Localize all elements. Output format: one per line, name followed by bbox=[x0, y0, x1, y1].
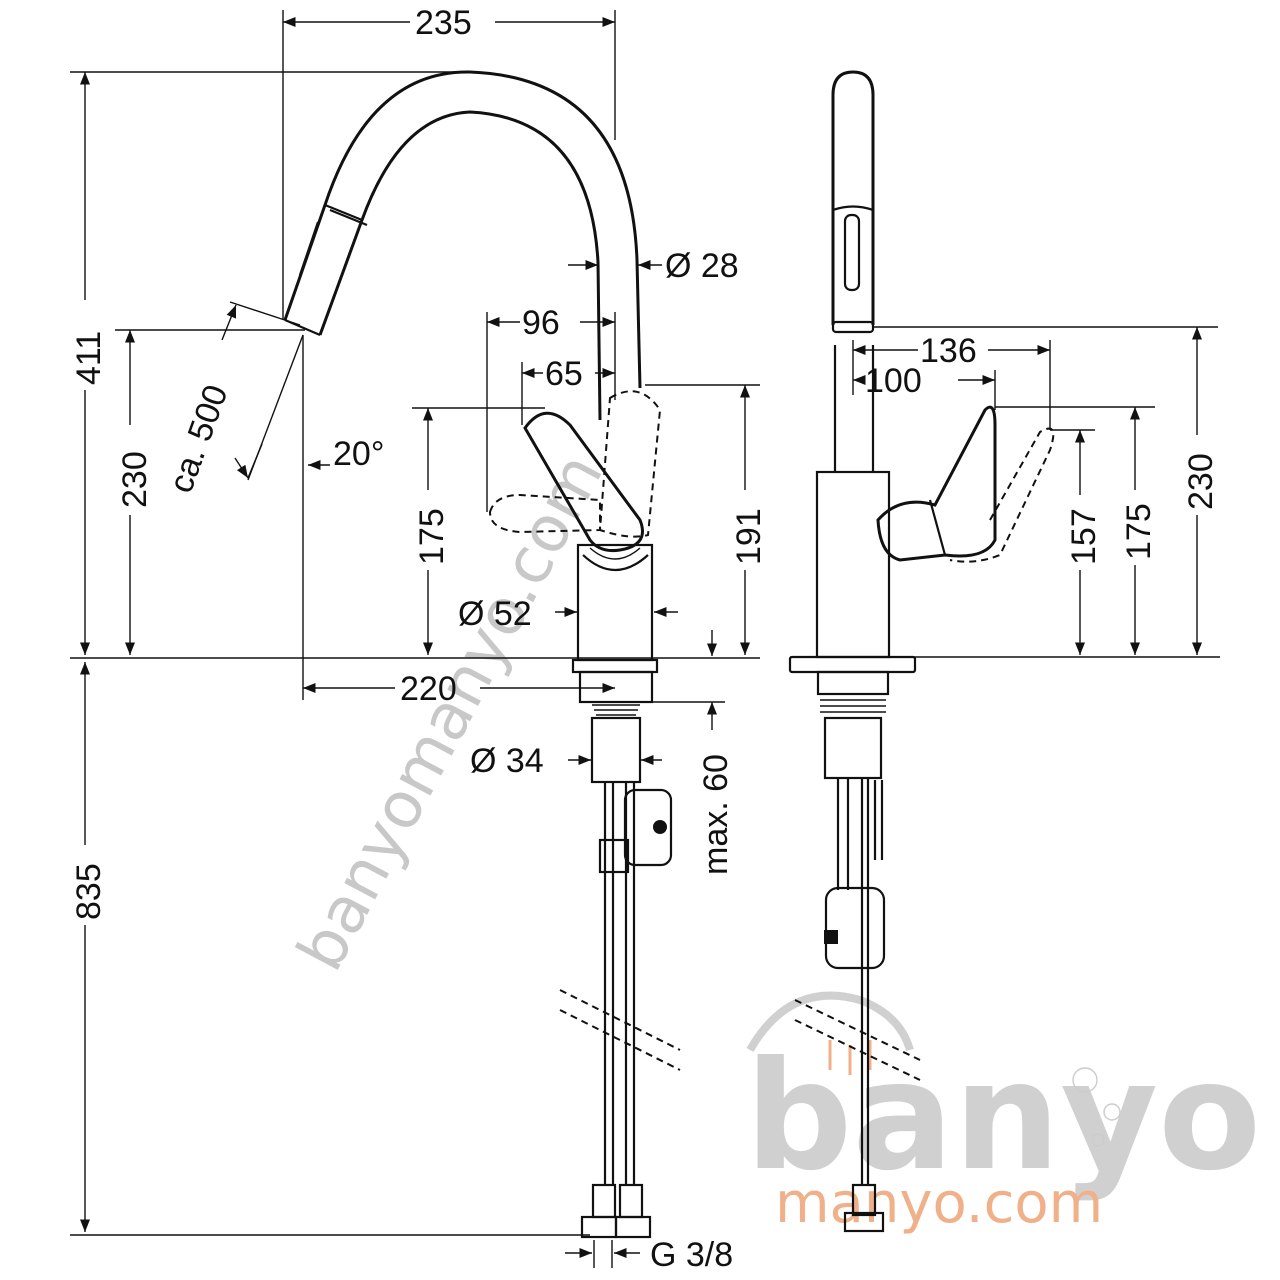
shank-nut bbox=[578, 670, 654, 704]
side-flange bbox=[788, 655, 917, 674]
dim-230-front: 230 bbox=[116, 451, 154, 508]
lever bbox=[523, 411, 644, 552]
dim-411: 411 bbox=[70, 331, 108, 385]
side-shank bbox=[823, 716, 883, 780]
lever-alt-position-1 bbox=[598, 390, 662, 538]
deck-flange bbox=[571, 658, 659, 674]
shower-head-icon bbox=[746, 991, 914, 1052]
side-valve-mark-icon bbox=[824, 930, 838, 944]
front-dimensions: 235 411 230 ca. 500 20° Ø 28 96 bbox=[70, 4, 768, 1274]
dim-96: 96 bbox=[522, 304, 560, 342]
hose-left bbox=[603, 782, 615, 1185]
dim-835: 835 bbox=[70, 863, 108, 920]
coupling bbox=[598, 838, 630, 874]
side-view bbox=[788, 70, 1055, 1233]
side-valve bbox=[824, 886, 886, 970]
bubble-icon bbox=[1072, 1067, 1098, 1093]
thread bbox=[592, 704, 640, 716]
dim-diameter-34: Ø 34 bbox=[470, 742, 544, 780]
dim-136: 136 bbox=[920, 332, 977, 370]
front-view bbox=[283, 70, 681, 1239]
valve-dot-icon bbox=[653, 820, 667, 834]
dim-191: 191 bbox=[730, 508, 768, 565]
dim-100: 100 bbox=[865, 362, 922, 400]
side-lever-tip bbox=[928, 499, 947, 556]
side-fitting-nut bbox=[843, 1211, 885, 1233]
side-nozzle bbox=[831, 320, 875, 334]
dim-175-front: 175 bbox=[413, 508, 451, 565]
body-top-inner bbox=[589, 547, 641, 560]
body-top bbox=[582, 554, 649, 571]
side-spout-lower bbox=[833, 345, 875, 472]
side-lever-alt bbox=[949, 427, 1055, 563]
dim-g-3-8: G 3/8 bbox=[650, 1236, 733, 1274]
nut-left bbox=[580, 1215, 618, 1239]
side-thread bbox=[820, 699, 886, 713]
side-dimensions: 136 100 157 175 230 bbox=[790, 326, 1220, 658]
side-spray-band bbox=[832, 205, 874, 212]
dim-diameter-28: Ø 28 bbox=[665, 247, 739, 285]
side-body bbox=[815, 470, 891, 659]
nut-right bbox=[614, 1215, 652, 1239]
fitting-right bbox=[618, 1183, 644, 1219]
dim-235: 235 bbox=[415, 4, 472, 42]
watermark-logo-sub: manyo.com bbox=[775, 1171, 1103, 1236]
dim-175-side: 175 bbox=[1120, 503, 1158, 560]
lever-alt-position-2 bbox=[488, 493, 601, 534]
dim-220: 220 bbox=[400, 670, 457, 708]
dim-20-degree: 20° bbox=[333, 435, 384, 473]
bubble-icon bbox=[1103, 1103, 1121, 1121]
spout-inner bbox=[318, 110, 602, 421]
faucet-body bbox=[576, 543, 654, 662]
side-spout bbox=[831, 70, 875, 325]
dim-max-60: max. 60 bbox=[697, 754, 735, 875]
spray-head bbox=[284, 203, 368, 337]
check-valve bbox=[623, 788, 673, 867]
side-nut bbox=[816, 670, 890, 696]
side-lever bbox=[876, 405, 997, 562]
spout-outer bbox=[283, 70, 642, 389]
shank bbox=[590, 716, 642, 784]
dim-diameter-52: Ø 52 bbox=[458, 595, 532, 633]
side-spray-slot bbox=[843, 213, 861, 292]
bubble-icon bbox=[1091, 1133, 1105, 1147]
fitting-left bbox=[591, 1183, 617, 1219]
side-fitting bbox=[851, 1183, 877, 1217]
dim-230-side: 230 bbox=[1182, 453, 1220, 510]
dim-65: 65 bbox=[545, 355, 583, 393]
watermark-logo: banyo manyo.com bbox=[745, 991, 1261, 1236]
dim-ca-500: ca. 500 bbox=[162, 380, 236, 498]
side-hose bbox=[836, 778, 884, 1185]
dim-157: 157 bbox=[1065, 508, 1103, 565]
break-line bbox=[559, 989, 681, 1071]
water-drops-icon bbox=[828, 1040, 872, 1075]
